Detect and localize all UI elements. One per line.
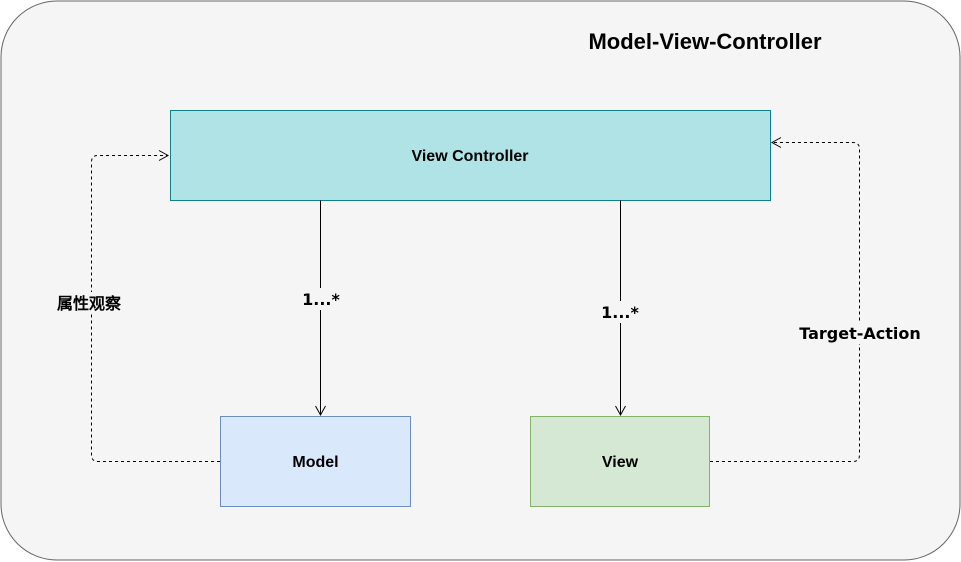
view-box: [530, 416, 710, 507]
edge-view-to-vc-label: Target-Action: [799, 324, 921, 343]
view-controller-box: [170, 110, 771, 201]
model-label: Model: [292, 454, 338, 471]
edge-model-to-vc-label: 属性观察: [57, 294, 122, 313]
view-label: View: [602, 454, 639, 471]
view-node[interactable]: View: [530, 416, 710, 507]
edge-vc-to-view-label-bg: [599, 301, 641, 323]
edge-vc-to-view-label: 1...*: [601, 303, 639, 322]
view-controller-label: View Controller: [411, 148, 528, 165]
model-box: [220, 416, 411, 507]
edge-model-to-vc-label-bg: [50, 292, 128, 314]
edge-vc-to-model-label: 1...*: [302, 290, 340, 309]
view-controller-node[interactable]: View Controller: [170, 110, 771, 201]
edge-vc-to-model-label-bg: [300, 288, 342, 310]
diagram-title: Model-View-Controller: [588, 29, 821, 54]
edge-view-to-vc: [710, 137, 860, 462]
edge-view-to-vc-label-bg: [800, 322, 920, 344]
model-node[interactable]: Model: [220, 416, 411, 507]
